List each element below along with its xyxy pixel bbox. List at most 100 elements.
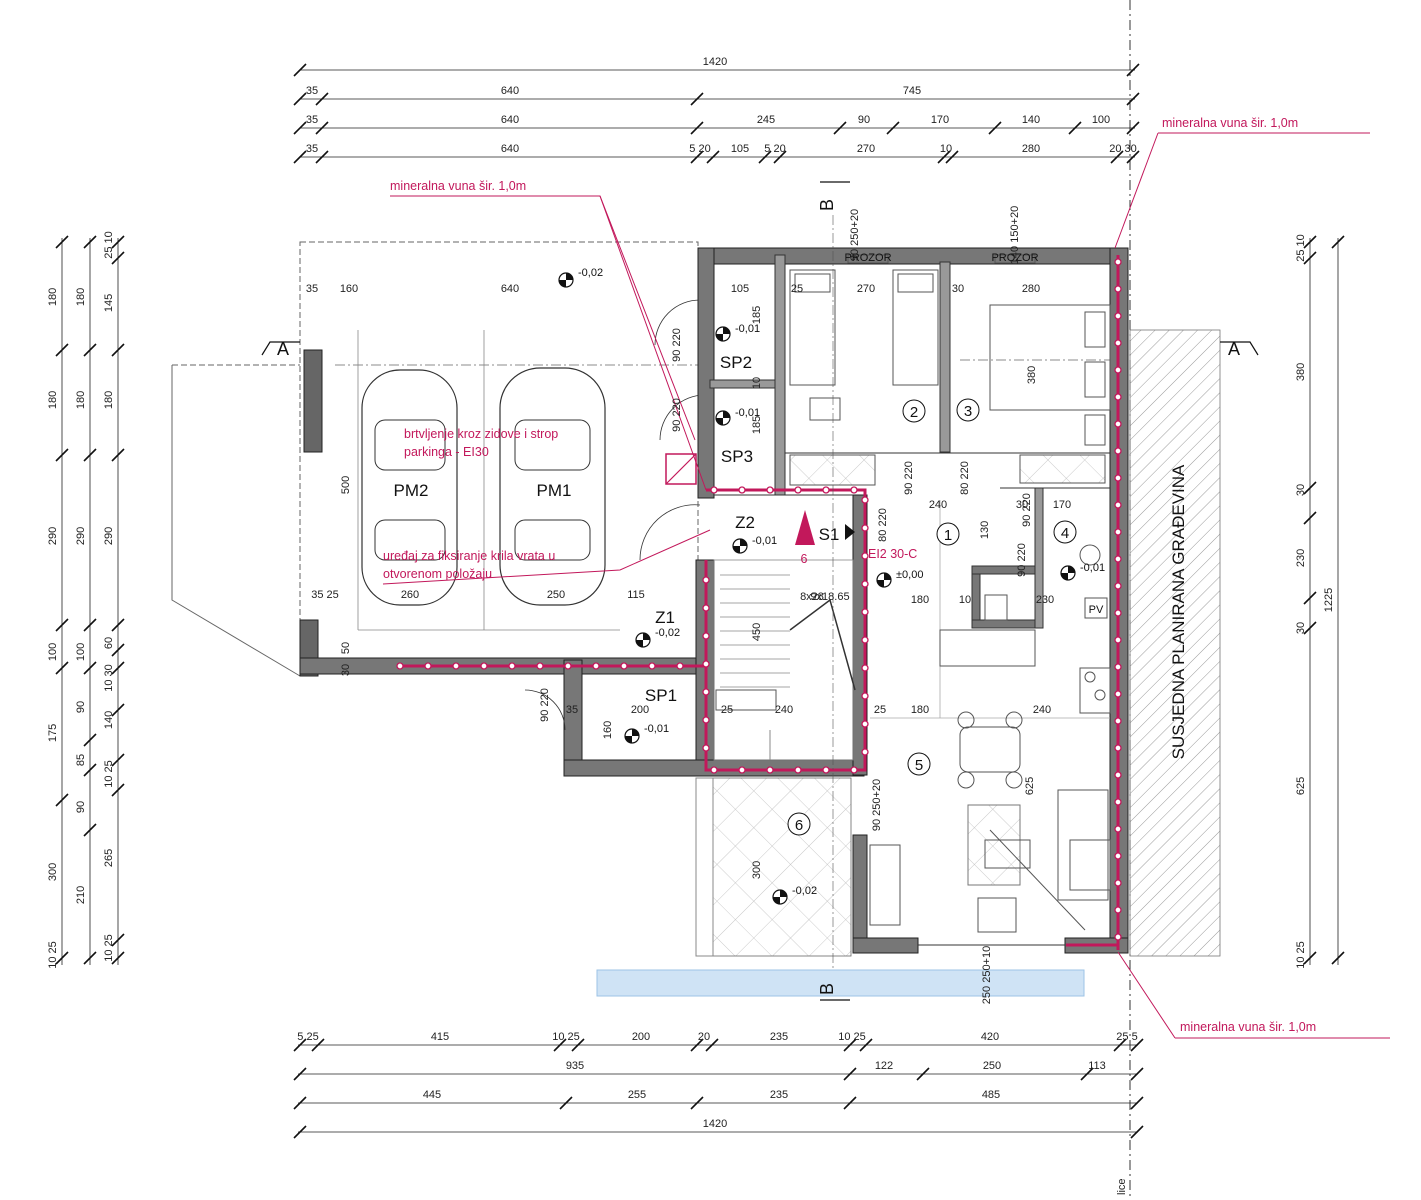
dim-label: 90	[858, 114, 870, 126]
insulation-dot	[1114, 798, 1122, 806]
dim-label: 113	[1088, 1060, 1106, 1072]
dim-tick	[83, 823, 97, 837]
insulation-dot	[710, 766, 718, 774]
dim-label: 122	[875, 1060, 893, 1072]
dim-label: 485	[982, 1089, 1000, 1101]
insulation-dot	[1114, 582, 1122, 590]
interior-dim-label: 25	[721, 704, 733, 716]
dim-tick	[1303, 951, 1317, 965]
interior-dim-label: 10	[959, 594, 971, 606]
dim-tick	[937, 150, 951, 164]
staircase	[713, 559, 856, 761]
insulation-dot	[1114, 906, 1122, 914]
room-number-2: 2	[910, 404, 918, 421]
door-size-label: 90 250+20	[871, 779, 883, 831]
dim-tick	[111, 753, 125, 767]
insulation-dot	[1114, 393, 1122, 401]
dim-label: 200	[632, 1031, 650, 1043]
dim-label: 20	[698, 1031, 710, 1043]
bottom-edge-label: lice	[1116, 1178, 1128, 1195]
dim-label: 180	[75, 391, 87, 409]
interior-dim-label: 240	[775, 704, 793, 716]
dim-tick	[1303, 511, 1317, 525]
dim-label: 90	[75, 801, 87, 813]
level-sp1: -0,01	[644, 723, 669, 735]
dim-label: 30	[1295, 622, 1307, 634]
dim-tick	[111, 235, 125, 249]
terrace-edge	[695, 777, 714, 957]
dim-bottom-total: 1420	[703, 1118, 727, 1130]
dim-tick	[706, 150, 720, 164]
dim-tick	[293, 92, 307, 106]
dim-tick	[571, 1038, 585, 1052]
neighbour-label: SUSJEDNA PLANIRANA GRAĐEVINA	[1169, 464, 1188, 759]
interior-dim-label: 35 25	[311, 589, 339, 601]
dim-tick	[83, 448, 97, 462]
dim-tick	[315, 92, 329, 106]
interior-dim-label: 160	[602, 721, 614, 739]
entrance-number: 6	[801, 552, 808, 566]
dim-tick	[843, 1096, 857, 1110]
prozor-label: PROZOR	[991, 252, 1038, 264]
dim-tick	[111, 783, 125, 797]
dim-tick	[916, 1067, 930, 1081]
dim-tick	[315, 121, 329, 135]
insulation-dot	[424, 662, 432, 670]
dim-tick	[55, 343, 69, 357]
level-terrace: -0,02	[792, 885, 817, 897]
dim-tick	[83, 661, 97, 675]
insulation-dot	[1114, 528, 1122, 536]
insulation-dot	[738, 766, 746, 774]
dim-tick	[293, 121, 307, 135]
dim-label: 445	[423, 1089, 441, 1101]
note-wool-bottom-right: mineralna vuna šir. 1,0m	[1180, 1020, 1316, 1034]
prozor-label: PROZOR	[844, 252, 891, 264]
dim-label: 380	[1295, 363, 1307, 381]
dim-label: 10 25	[1295, 941, 1307, 969]
dim-label: 640	[501, 114, 519, 126]
dim-top-total: 1420	[703, 56, 727, 68]
dim-label: 35	[306, 114, 318, 126]
dim-label: 640	[501, 143, 519, 155]
door-size-label: 90 220	[903, 461, 915, 495]
insulation-dot	[480, 662, 488, 670]
dim-label: 90	[75, 701, 87, 713]
insulation-dot	[620, 662, 628, 670]
insulation-dot	[702, 660, 710, 668]
level-marks: -0,02 -0,01 -0,01 -0,01 -0,02 -0,01 ±0,0…	[558, 267, 1105, 905]
dim-tick	[1068, 121, 1082, 135]
dim-tick	[1113, 1038, 1127, 1052]
insulation-dot	[861, 636, 869, 644]
dim-tick	[553, 1038, 567, 1052]
dim-label: 300	[47, 863, 59, 881]
dim-tick	[55, 951, 69, 965]
dim-label: 30	[1295, 484, 1307, 496]
dim-tick	[55, 235, 69, 249]
dim-tick	[559, 1096, 573, 1110]
dim-label: 10 25	[838, 1031, 866, 1043]
dim-tick	[55, 661, 69, 675]
dim-label: 625	[1295, 777, 1307, 795]
note-fire-seal-line1: brtvljenje kroz zidove i strop	[404, 427, 558, 441]
insulation-dot	[1114, 933, 1122, 941]
dim-tick	[705, 1038, 719, 1052]
dim-tick	[111, 343, 125, 357]
dim-label: 140	[1022, 114, 1040, 126]
interior-dim-label: 270	[857, 283, 875, 295]
dim-label: 180	[75, 288, 87, 306]
dim-tick	[690, 1038, 704, 1052]
dim-label: 265	[103, 849, 115, 867]
room-pm1: PM1	[537, 481, 572, 500]
dim-label: 140	[103, 711, 115, 729]
interior-dim-label: 200	[631, 704, 649, 716]
dim-tick	[773, 150, 787, 164]
insulation-dot	[702, 716, 710, 724]
dim-tick	[111, 933, 125, 947]
insulation-dot	[564, 662, 572, 670]
window-size-label: 140 150+20	[1009, 206, 1021, 264]
window-size-label: 90 250+20	[849, 209, 861, 261]
level-hall: ±0,00	[896, 569, 923, 581]
dim-tick	[859, 1038, 873, 1052]
dim-label: 5 25	[297, 1031, 318, 1043]
dim-tick	[1130, 1038, 1144, 1052]
